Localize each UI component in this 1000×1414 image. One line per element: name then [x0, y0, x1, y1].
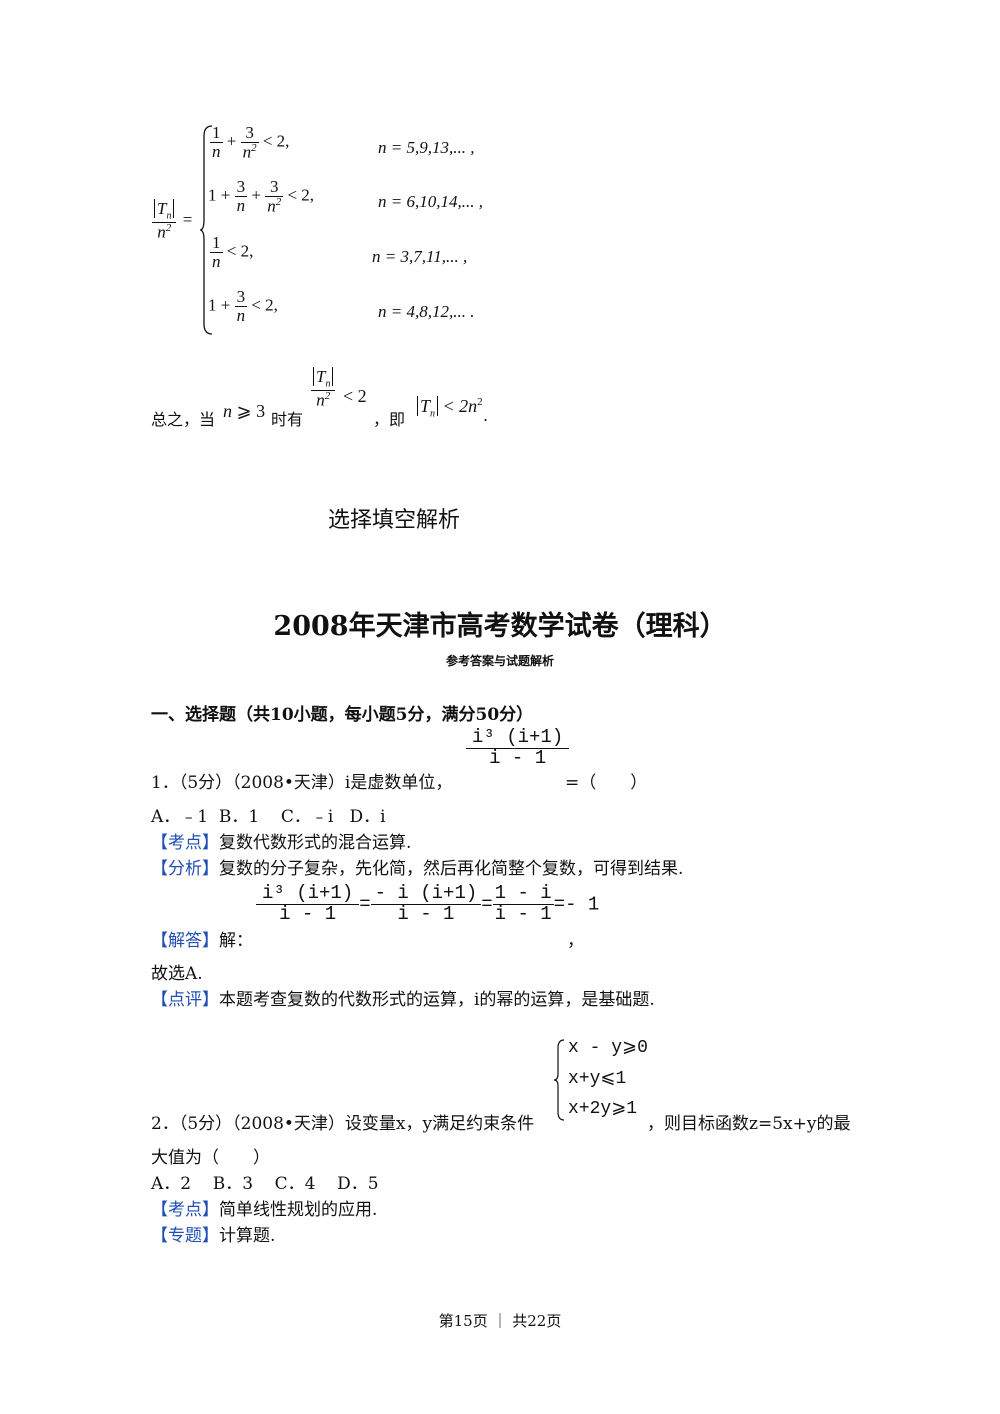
q2-kaodian: 【考点】简单线性规划的应用. [151, 1200, 378, 1220]
summary-end: . [483, 406, 489, 425]
piecewise-cond-2: n = 6,10,14,... , [378, 192, 483, 211]
q2-options: A．2 B．3 C．4 D．5 [151, 1174, 379, 1194]
q1-choose: 故选A. [151, 964, 203, 984]
piecewise-cond-1: n = 5,9,13,... , [378, 138, 475, 157]
q2-zhuanti: 【专题】计算题. [151, 1226, 276, 1246]
summary-cond: n ⩾ 3 [223, 401, 266, 421]
q2-stem-cont: 大值为（ ） [151, 1148, 270, 1168]
piecewise-lhs: Tn n2 = [152, 199, 192, 242]
page-footer: 第15页 ｜ 共22页 [438, 1312, 562, 1330]
summary-text-1: 总之，当 [151, 410, 216, 429]
summary-frac: Tn n2 [311, 367, 336, 409]
summary-text-3: ，即 [373, 410, 406, 429]
left-brace-icon [200, 125, 213, 335]
summary-text-2: 时有 [271, 410, 304, 429]
piecewise-cond-3: n = 3,7,11,... , [372, 247, 468, 266]
q1-fenxi: 【分析】复数的分子复杂，先化简，然后再化简整个复数，可得到结果. [151, 859, 684, 879]
piecewise-cond-4: n = 4,8,12,... . [378, 302, 475, 321]
part-heading: 一、选择题（共10小题，每小题5分，满分50分） [151, 705, 534, 725]
section-heading: 选择填空解析 [328, 508, 461, 533]
q1-stem: 1．（5分）（2008•天津）i是虚数单位， =（ ） [151, 773, 648, 793]
page-title: 2008年天津市高考数学试卷（理科） [273, 611, 727, 642]
summary-ineq: Tn < 2n2 [417, 396, 483, 420]
q2-constraint-system: x - y⩾0 x+y⩽1 x+2y⩾1 [554, 1034, 654, 1124]
constraint-3: x+2y⩾1 [568, 1099, 638, 1119]
lhs-abs-T: Tn [154, 199, 175, 221]
constraint-1: x - y⩾0 [568, 1038, 648, 1058]
lhs-den: n2 [157, 221, 172, 242]
q1-fraction: i³ (i+1) i - 1 [466, 727, 570, 769]
q1-dianping: 【点评】本题考查复数的代数形式的运算，i的幂的运算，是基础题. [151, 990, 655, 1010]
q2-stem: 2．（5分）（2008•天津）设变量x，y满足约束条件 ，则目标函数z=5x+y… [151, 1114, 851, 1134]
q1-options: A．﹣1 B．1 C．﹣i D．i [151, 807, 386, 827]
page-subtitle: 参考答案与试题解析 [445, 654, 554, 668]
q1-kaodian: 【考点】复数代数形式的混合运算. [151, 833, 412, 853]
left-brace-icon [554, 1039, 565, 1121]
summary-lt2: < 2 [343, 386, 367, 406]
q1-jieda: 【解答】解： ， [151, 931, 584, 951]
constraint-2: x+y⩽1 [568, 1069, 627, 1089]
